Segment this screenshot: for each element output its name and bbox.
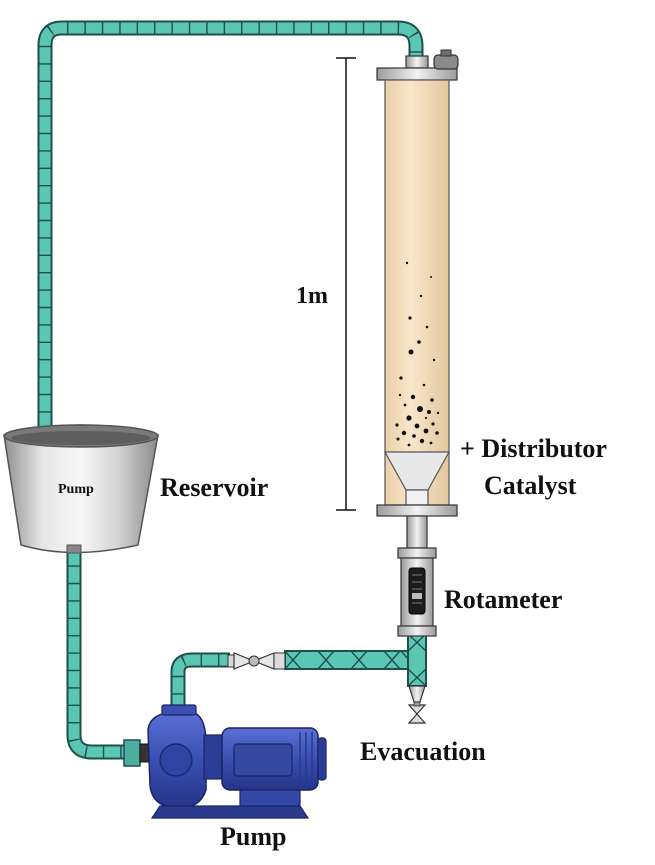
vent-valve-icon [433,54,459,70]
rotameter [397,547,437,637]
return-pipe [37,20,424,430]
flow-valve [227,652,286,670]
pipe-network [37,20,427,760]
discharge-pipe [170,652,230,712]
reservoir-label: Reservoir [160,473,268,502]
pump-label: Pump [220,822,286,851]
evacuation-label: Evacuation [360,737,486,766]
catalyst-particles [395,261,440,447]
top-cap [376,67,458,81]
reservoir-inner-label: Pump [58,482,94,497]
rotameter-label: Rotameter [444,585,562,614]
bottom-cap [376,504,458,517]
height-dimension: 1m [296,57,356,511]
height-label: 1m [296,283,328,309]
reservoir: Pump [3,424,159,554]
reactor-column [376,49,459,549]
evacuation-valve [407,685,427,724]
distributor-label: + Distributor [460,434,607,463]
column-body [384,79,450,506]
catalyst-label: Catalyst [484,471,577,500]
pump [123,704,327,819]
suction-pipe [66,548,128,760]
evacuation-valve-icon [407,704,427,724]
